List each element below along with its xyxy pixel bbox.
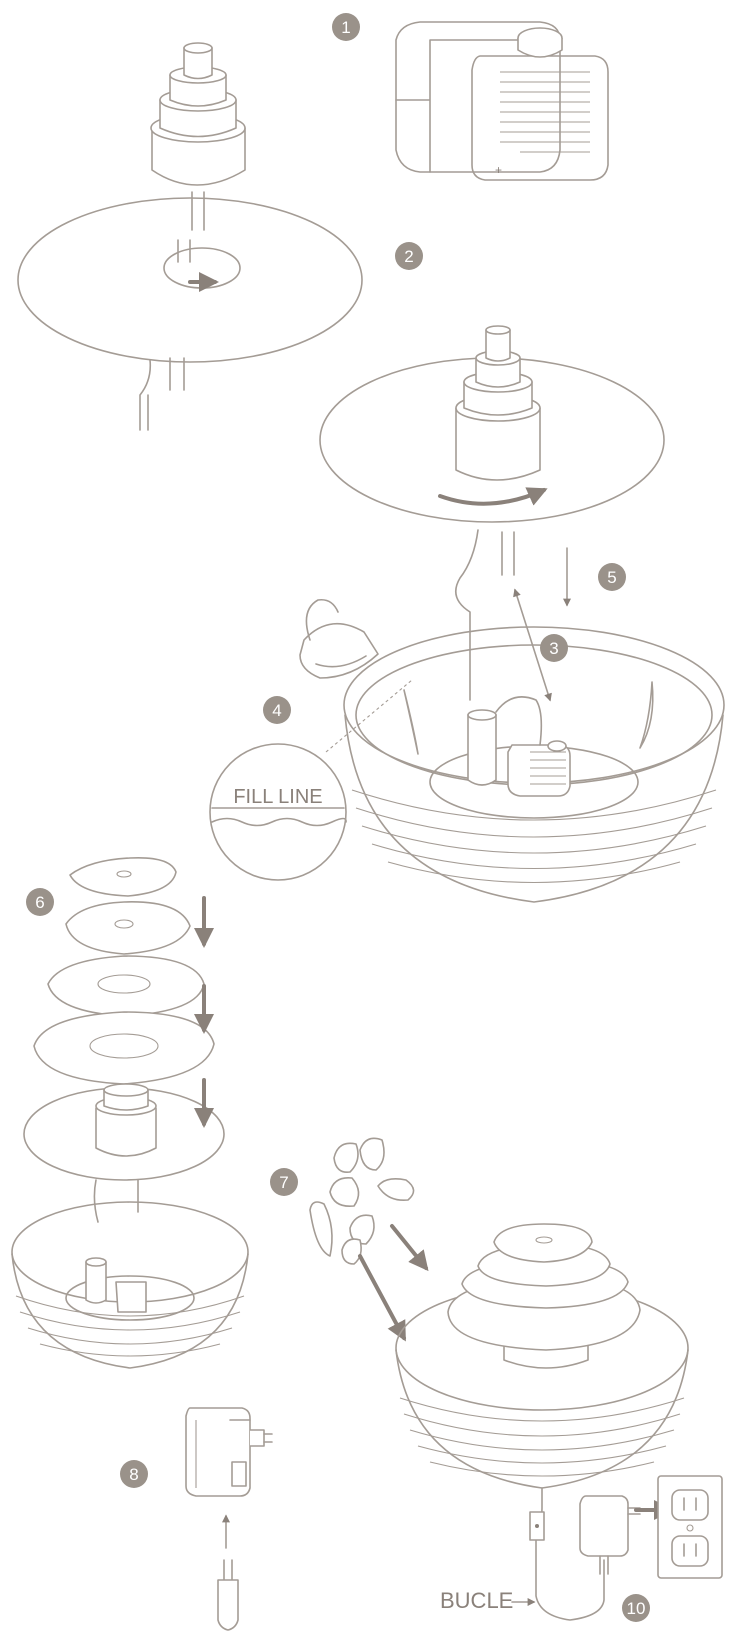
svg-text:1: 1 <box>341 18 350 37</box>
fill-line-callout: FILL LINE <box>209 743 347 881</box>
stone-arrow-a <box>390 1224 429 1272</box>
bucle-label: BUCLE <box>440 1588 513 1613</box>
svg-text:10: 10 <box>627 1599 646 1618</box>
power-adapter-step-8 <box>185 1407 273 1497</box>
stone-icon <box>309 1137 415 1265</box>
step-badge-7: 7 <box>270 1168 298 1196</box>
pitcher-icon <box>299 598 379 679</box>
bowl-step-6 <box>11 1179 249 1369</box>
power-cord <box>529 1487 605 1621</box>
finished-fountain <box>395 1223 689 1489</box>
step-badge-8: 8 <box>120 1460 148 1488</box>
dc-plug <box>217 1559 239 1631</box>
riser-step-2 <box>17 42 363 431</box>
power-adapter-icon <box>579 1495 641 1575</box>
step-badge-1: 1 <box>332 13 360 41</box>
rock-tiers-step-6 <box>23 856 225 1181</box>
wall-outlet-icon <box>657 1475 723 1579</box>
step-badge-5: 5 <box>598 563 626 591</box>
svg-text:6: 6 <box>35 893 44 912</box>
fill-line-label: FILL LINE <box>233 786 322 808</box>
step-badge-2: 2 <box>395 242 423 270</box>
step-badge-6: 6 <box>26 888 54 916</box>
step-badge-3: 3 <box>540 634 568 662</box>
bowl-step-3 <box>343 626 725 903</box>
step-badge-10: 10 <box>622 1594 650 1622</box>
svg-text:2: 2 <box>404 247 413 266</box>
stone-arrow-b <box>358 1254 406 1342</box>
tray-rotation-step <box>319 325 665 701</box>
pump-icon: + <box>395 21 609 181</box>
svg-text:4: 4 <box>272 701 281 720</box>
svg-text:5: 5 <box>607 568 616 587</box>
svg-text:+: + <box>495 163 502 177</box>
svg-text:3: 3 <box>549 639 558 658</box>
fill-line-callout-line <box>325 679 413 753</box>
svg-text:7: 7 <box>279 1173 288 1192</box>
svg-text:8: 8 <box>129 1465 138 1484</box>
step-badge-4: 4 <box>263 696 291 724</box>
